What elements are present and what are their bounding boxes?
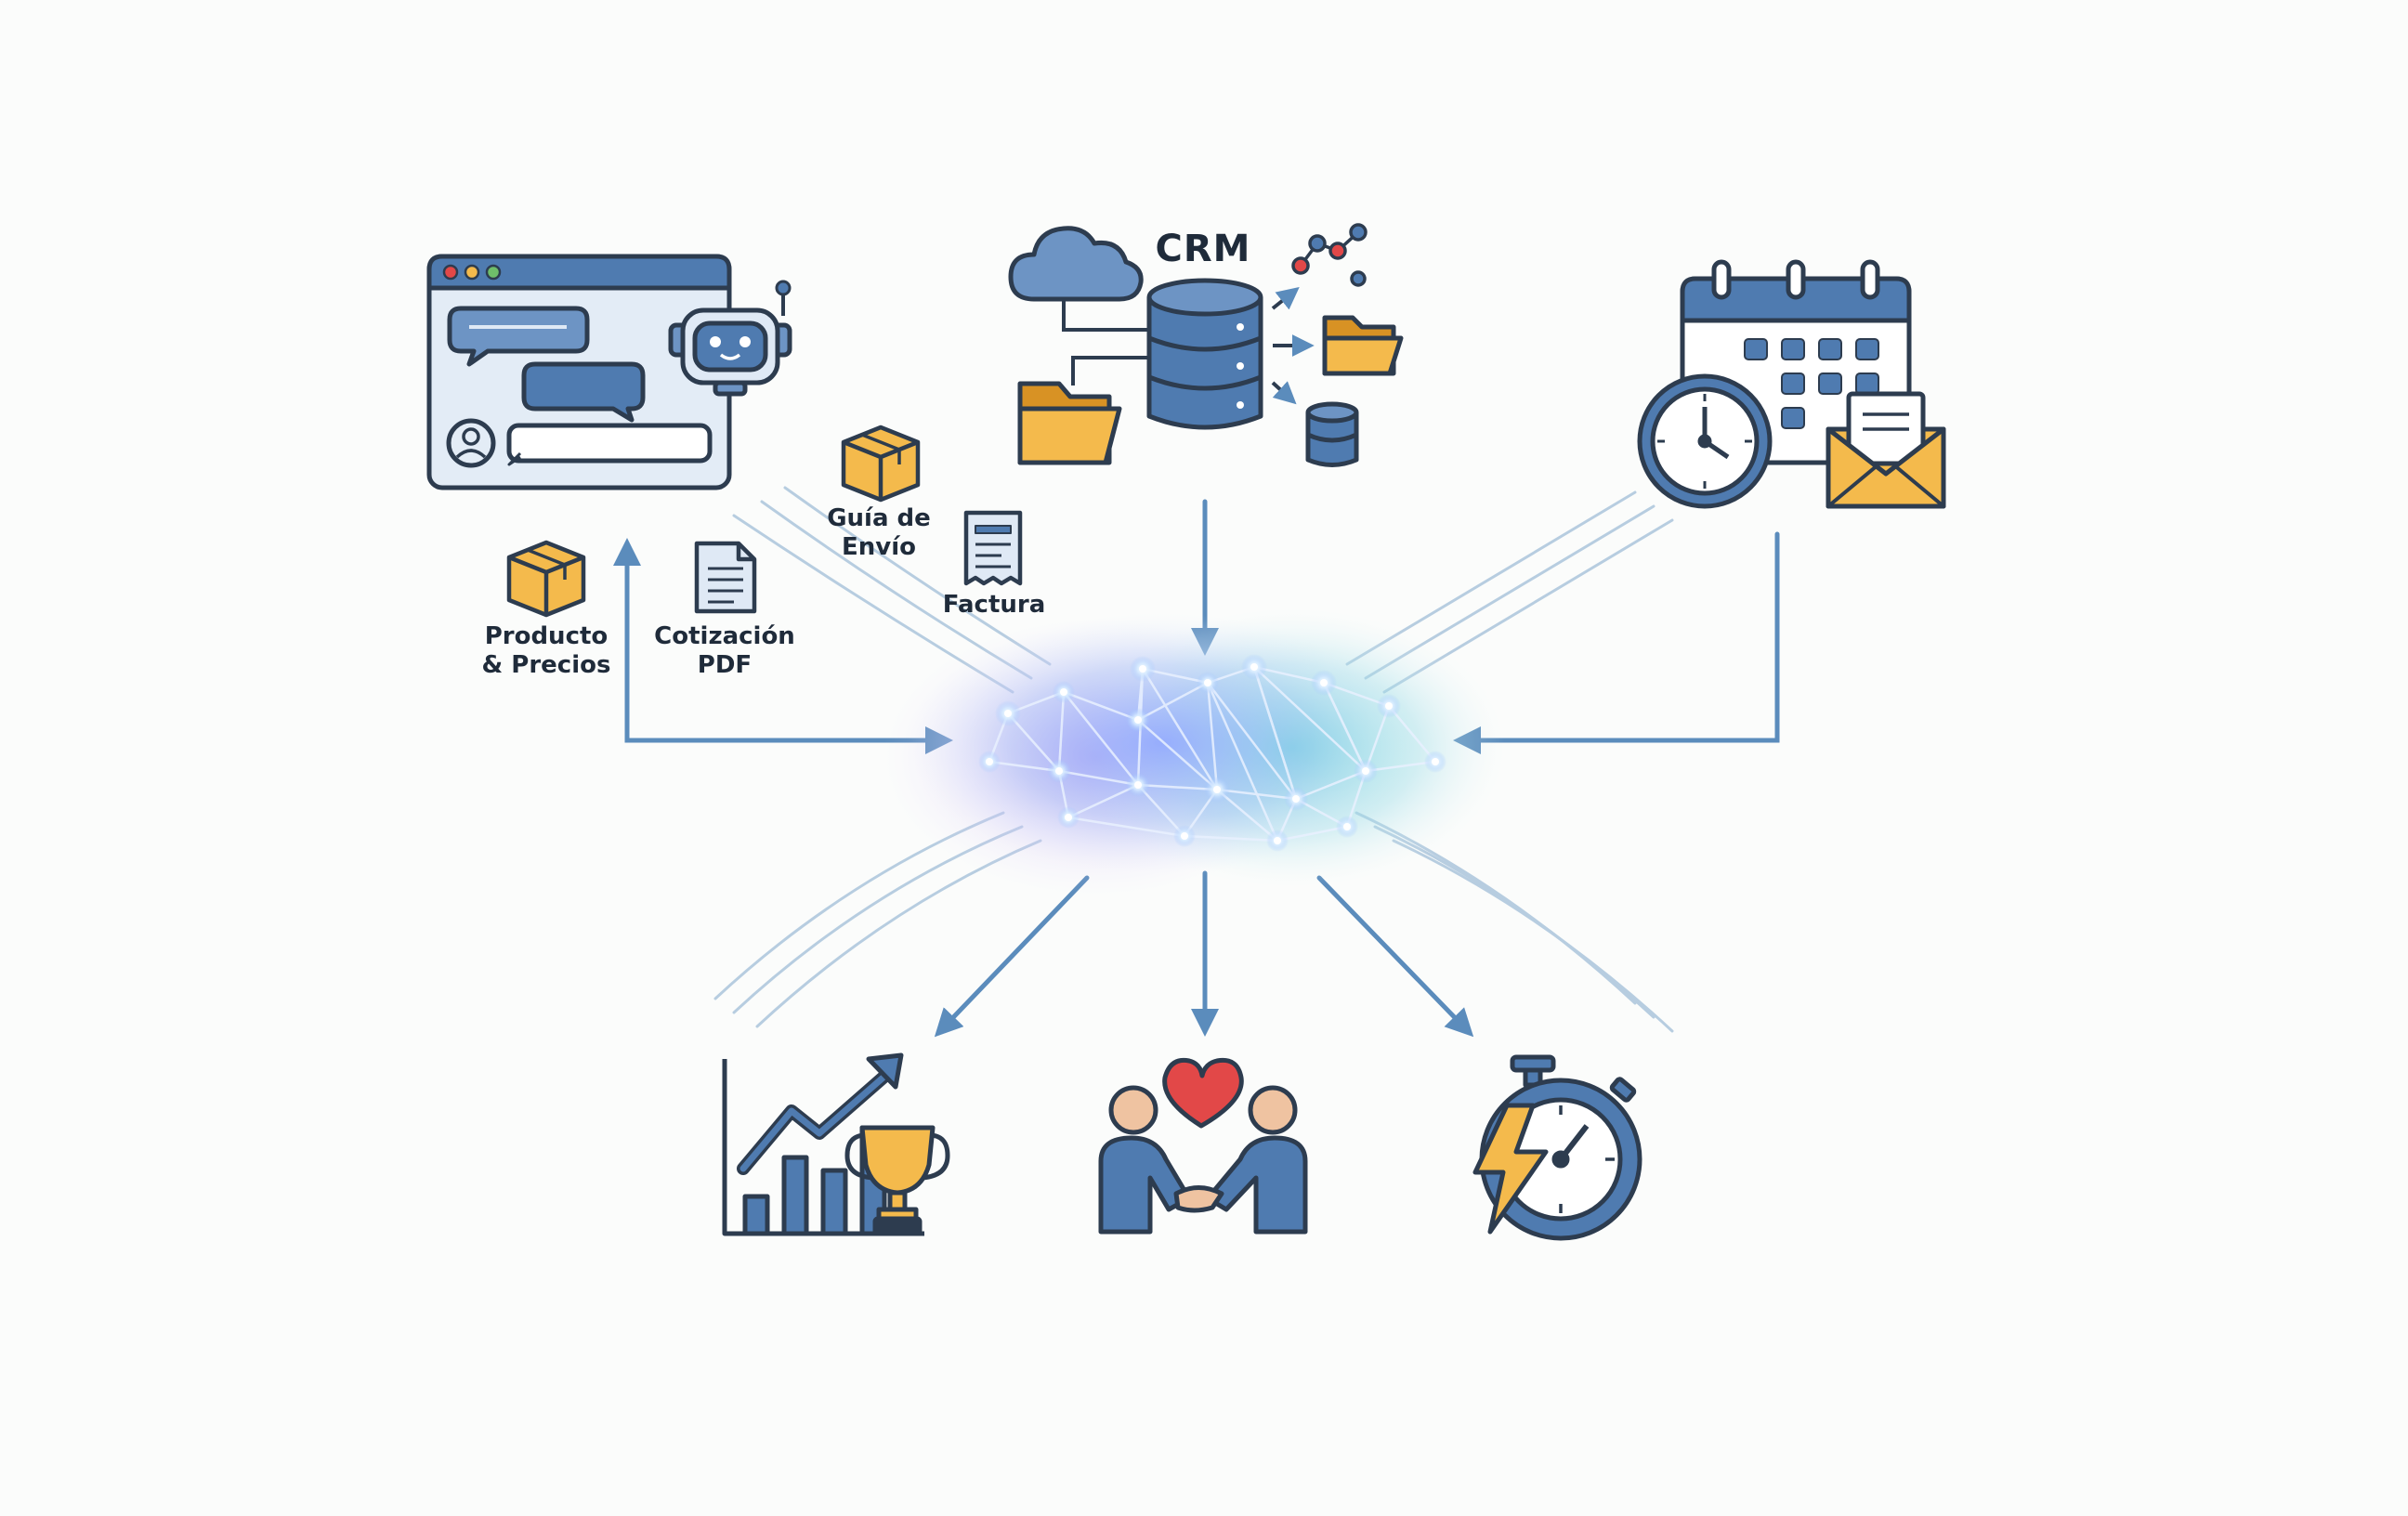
- product-prices-label: Producto & Precios: [481, 622, 611, 680]
- lightning-icon: [1472, 1103, 1549, 1235]
- calendar-grid: [1744, 338, 1879, 429]
- clock-icon: [1637, 373, 1773, 509]
- network-graph-icon: [1291, 223, 1368, 287]
- trophy-icon: [844, 1125, 950, 1236]
- crm-label: CRM: [1155, 228, 1251, 270]
- database-icon: [1146, 278, 1263, 430]
- invoice-label: Factura: [942, 591, 1046, 619]
- database-icon: [1305, 401, 1359, 467]
- envelope-icon: [1826, 391, 1946, 509]
- quote-pdf-label: Cotización PDF: [654, 622, 795, 680]
- cloud-icon: [1008, 226, 1144, 302]
- crm-output-arrows: [1271, 287, 1315, 405]
- robot-icon: [668, 280, 792, 397]
- flow-arrows: [613, 499, 1780, 1038]
- heart-icon: [1162, 1057, 1244, 1129]
- arrow-ai-to-speed: [1316, 875, 1474, 1038]
- handshake-icon: [1098, 1085, 1308, 1235]
- box-icon: [841, 425, 921, 503]
- arrow-calendar-to-ai: [1453, 531, 1780, 754]
- shipping-guide-label: Guía de Envío: [827, 504, 931, 562]
- folder-icon: [1322, 315, 1404, 376]
- box-icon: [506, 540, 586, 618]
- document-icon: [694, 541, 757, 614]
- crm-connectors: [1062, 299, 1150, 386]
- receipt-icon: [963, 510, 1023, 586]
- chat-window-icon: [426, 254, 732, 490]
- ai-neural-network-icon: [883, 608, 1505, 896]
- arrow-ai-to-growth: [934, 875, 1090, 1038]
- folder-icon: [1017, 381, 1122, 465]
